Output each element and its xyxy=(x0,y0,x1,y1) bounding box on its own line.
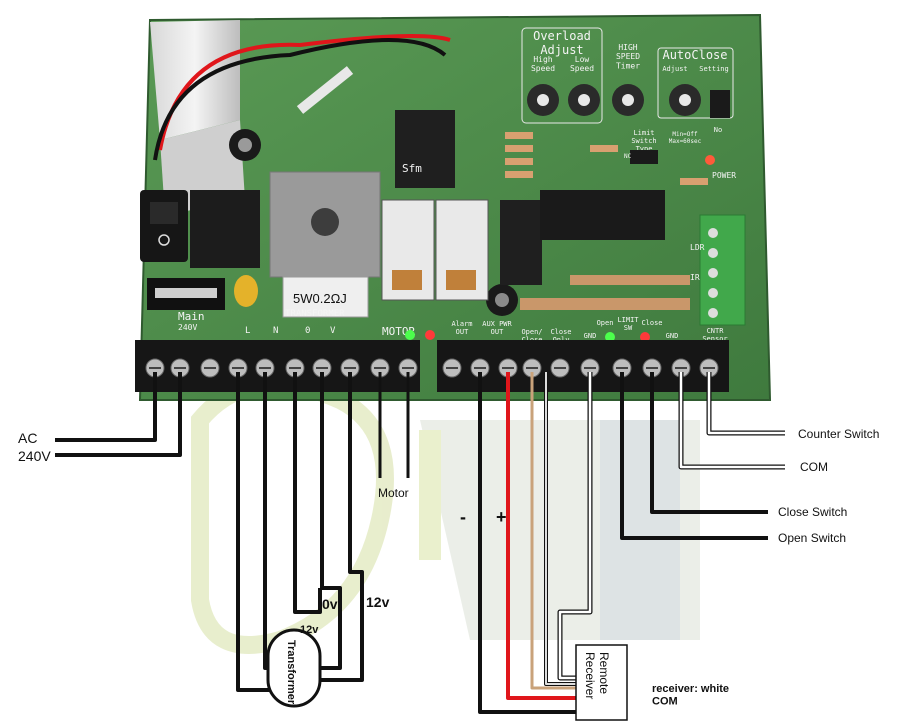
relay-brand-label: Sfm xyxy=(402,162,422,175)
external-wiring xyxy=(55,372,785,714)
motor-led xyxy=(405,330,415,340)
transformer: Transformer 12v xyxy=(266,624,322,708)
terminal-screws xyxy=(145,358,719,378)
autoclose-jumper[interactable] xyxy=(710,90,730,118)
ir-label: IR xyxy=(690,273,700,282)
zero-volt-label: 0v xyxy=(322,596,338,612)
terminal-0-label: 0 xyxy=(305,326,310,336)
power-switch[interactable] xyxy=(140,190,188,262)
com-wire xyxy=(679,372,785,469)
ac-wire-N xyxy=(55,372,182,457)
nc-label: NC xyxy=(624,153,632,160)
transformer-12v-label: 12v xyxy=(300,624,319,636)
ac-label: AC xyxy=(18,430,37,446)
open-limit-led xyxy=(605,332,615,342)
ac-voltage-label: 240V xyxy=(18,448,51,464)
open-switch-label: Open Switch xyxy=(778,531,846,545)
remote-receiver-label: RemoteReceiver xyxy=(583,652,611,699)
motor-led-2 xyxy=(425,330,435,340)
open-switch-wire xyxy=(620,372,768,540)
counter-switch-wire xyxy=(707,372,785,435)
remote-receiver: RemoteReceiver xyxy=(575,644,628,721)
power-label: POWER xyxy=(712,171,736,180)
transformer-label: Transformer xyxy=(285,640,297,705)
relay-2 xyxy=(500,200,542,285)
open-limit-label: Open xyxy=(597,319,614,327)
close-switch-label: Close Switch xyxy=(778,505,847,519)
motor-label: Motor xyxy=(378,486,409,500)
close-switch-wire xyxy=(650,372,768,514)
gnd-label-1: GND xyxy=(584,332,597,340)
autoclose-setting-label: Setting xyxy=(699,65,729,73)
terminal-N-label: N xyxy=(273,326,278,336)
open-close-trigger-wire xyxy=(530,372,578,690)
power-resistor-label: 5W0.2ΩJ xyxy=(293,291,347,306)
spade-connectors xyxy=(296,66,354,114)
transformer-sec-0v xyxy=(293,372,322,614)
board-wire-black xyxy=(153,38,447,161)
transformer-primary-N xyxy=(263,372,290,670)
power-resistor xyxy=(282,276,369,318)
transformer-sec-0v-b xyxy=(308,372,342,670)
close-limit-label: Close xyxy=(641,319,662,327)
aux-positive-wire xyxy=(506,372,578,700)
resistor-array xyxy=(505,132,708,310)
board-wire-red xyxy=(158,34,451,151)
terminal-V-label: V xyxy=(330,326,336,336)
socket-block xyxy=(190,190,260,268)
twelve-volt-label: 12v xyxy=(366,594,390,610)
ac-wire-L xyxy=(55,372,157,442)
no-label: No xyxy=(714,126,722,134)
close-limit-led xyxy=(640,332,650,342)
gnd-label-2: GND xyxy=(666,332,679,340)
limit-switch-jumper[interactable] xyxy=(630,150,658,164)
main-voltage-label: 240V xyxy=(178,323,197,332)
com-label: COM xyxy=(800,460,828,474)
watermark-logo xyxy=(191,375,700,654)
terminal-L-label: L xyxy=(245,326,250,336)
ldr-label: LDR xyxy=(690,243,705,252)
autoclose-adjust-label: Adjust xyxy=(662,65,687,73)
sensor-terminal-block xyxy=(699,214,746,326)
receiver-com-wire xyxy=(558,372,592,680)
counter-switch-label: Counter Switch xyxy=(798,427,879,441)
transformer-sec-12v xyxy=(308,372,364,682)
relay-1 xyxy=(395,110,455,188)
power-led xyxy=(705,155,715,165)
positive-label: + xyxy=(496,507,507,527)
microcontroller-chip xyxy=(540,190,665,240)
negative-label: - xyxy=(460,507,466,527)
transformer-pcb-label: TRANSFORMER xyxy=(285,309,345,319)
autoclose-panel: AutoClose Adjust Setting No xyxy=(657,47,734,134)
main-label: Main xyxy=(178,310,205,323)
receiver-com-wire-2 xyxy=(545,372,578,685)
ceramic-capacitor xyxy=(234,275,258,307)
aux-negative-wire xyxy=(478,372,578,714)
autoclose-label: AutoClose xyxy=(662,48,727,62)
